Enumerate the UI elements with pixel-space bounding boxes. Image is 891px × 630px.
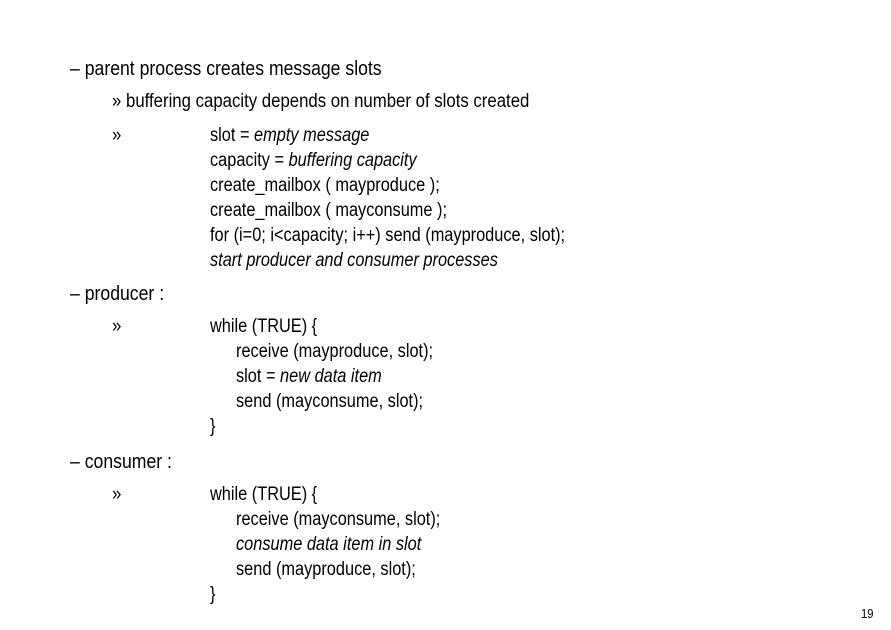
code-line: consume data item in slot [236, 532, 421, 557]
code-emphasis: start producer and consumer processes [210, 250, 498, 271]
dash-marker-icon: – [70, 450, 85, 473]
code-text: send (mayconsume, slot); [236, 391, 424, 412]
bullet-level1-label: consumer : [84, 450, 172, 473]
code-text: for (i=0; i<capacity; i++) send (mayprod… [210, 225, 566, 246]
code-line: receive (mayproduce, slot); [236, 339, 433, 364]
code-emphasis: buffering capacity [288, 150, 417, 171]
code-line: send (mayconsume, slot); [236, 389, 423, 414]
code-text: create_mailbox ( mayproduce ); [210, 175, 440, 196]
code-line: send (mayproduce, slot); [236, 557, 416, 582]
code-text: slot = [210, 125, 255, 146]
code-text: } [210, 416, 216, 437]
code-line: slot = empty message [210, 123, 369, 148]
code-line: create_mailbox ( mayconsume ); [210, 198, 447, 223]
guillemet-marker-icon: » [112, 315, 122, 337]
code-emphasis: empty message [254, 125, 370, 146]
bullet-level1-producer: – producer : [70, 281, 164, 306]
guillemet-marker-icon: » [112, 90, 126, 112]
code-emphasis: new data item [280, 366, 382, 387]
bullet-level1-parent-process: – parent process creates message slots [70, 56, 382, 81]
code-emphasis: consume data item in slot [236, 534, 422, 555]
code-line: while (TRUE) { [210, 314, 317, 339]
code-line: receive (mayconsume, slot); [236, 507, 440, 532]
code-line: start producer and consumer processes [210, 248, 498, 273]
code-text: receive (mayconsume, slot); [236, 509, 441, 530]
dash-marker-icon: – [70, 282, 85, 305]
code-line: } [210, 414, 215, 439]
bullet-level2-parent-process: » buffering capacity depends on number o… [112, 89, 529, 114]
code-line: for (i=0; i<capacity; i++) send (mayprod… [210, 223, 565, 248]
code-text: create_mailbox ( mayconsume ); [210, 200, 448, 221]
code-text: while (TRUE) { [210, 316, 318, 337]
code-line: create_mailbox ( mayproduce ); [210, 173, 440, 198]
guillemet-marker-icon: » [112, 124, 122, 146]
code-text: while (TRUE) { [210, 484, 318, 505]
guillemet-marker-icon: » [112, 483, 122, 505]
bullet-level1-consumer: – consumer : [70, 449, 172, 474]
code-line: } [210, 582, 215, 607]
bullet-level1-label: parent process creates message slots [84, 57, 382, 80]
bullet-level1-label: producer : [84, 282, 165, 305]
code-text: send (mayproduce, slot); [236, 559, 416, 580]
page-number: 19 [860, 606, 873, 621]
code-text: slot = [236, 366, 281, 387]
code-text: } [210, 584, 216, 605]
code-line: capacity = buffering capacity [210, 148, 417, 173]
code-text: receive (mayproduce, slot); [236, 341, 434, 362]
dash-marker-icon: – [70, 57, 85, 80]
code-line: slot = new data item [236, 364, 382, 389]
code-text: capacity = [210, 150, 289, 171]
code-line: while (TRUE) { [210, 482, 317, 507]
bullet-level2-label: buffering capacity depends on number of … [125, 90, 530, 112]
